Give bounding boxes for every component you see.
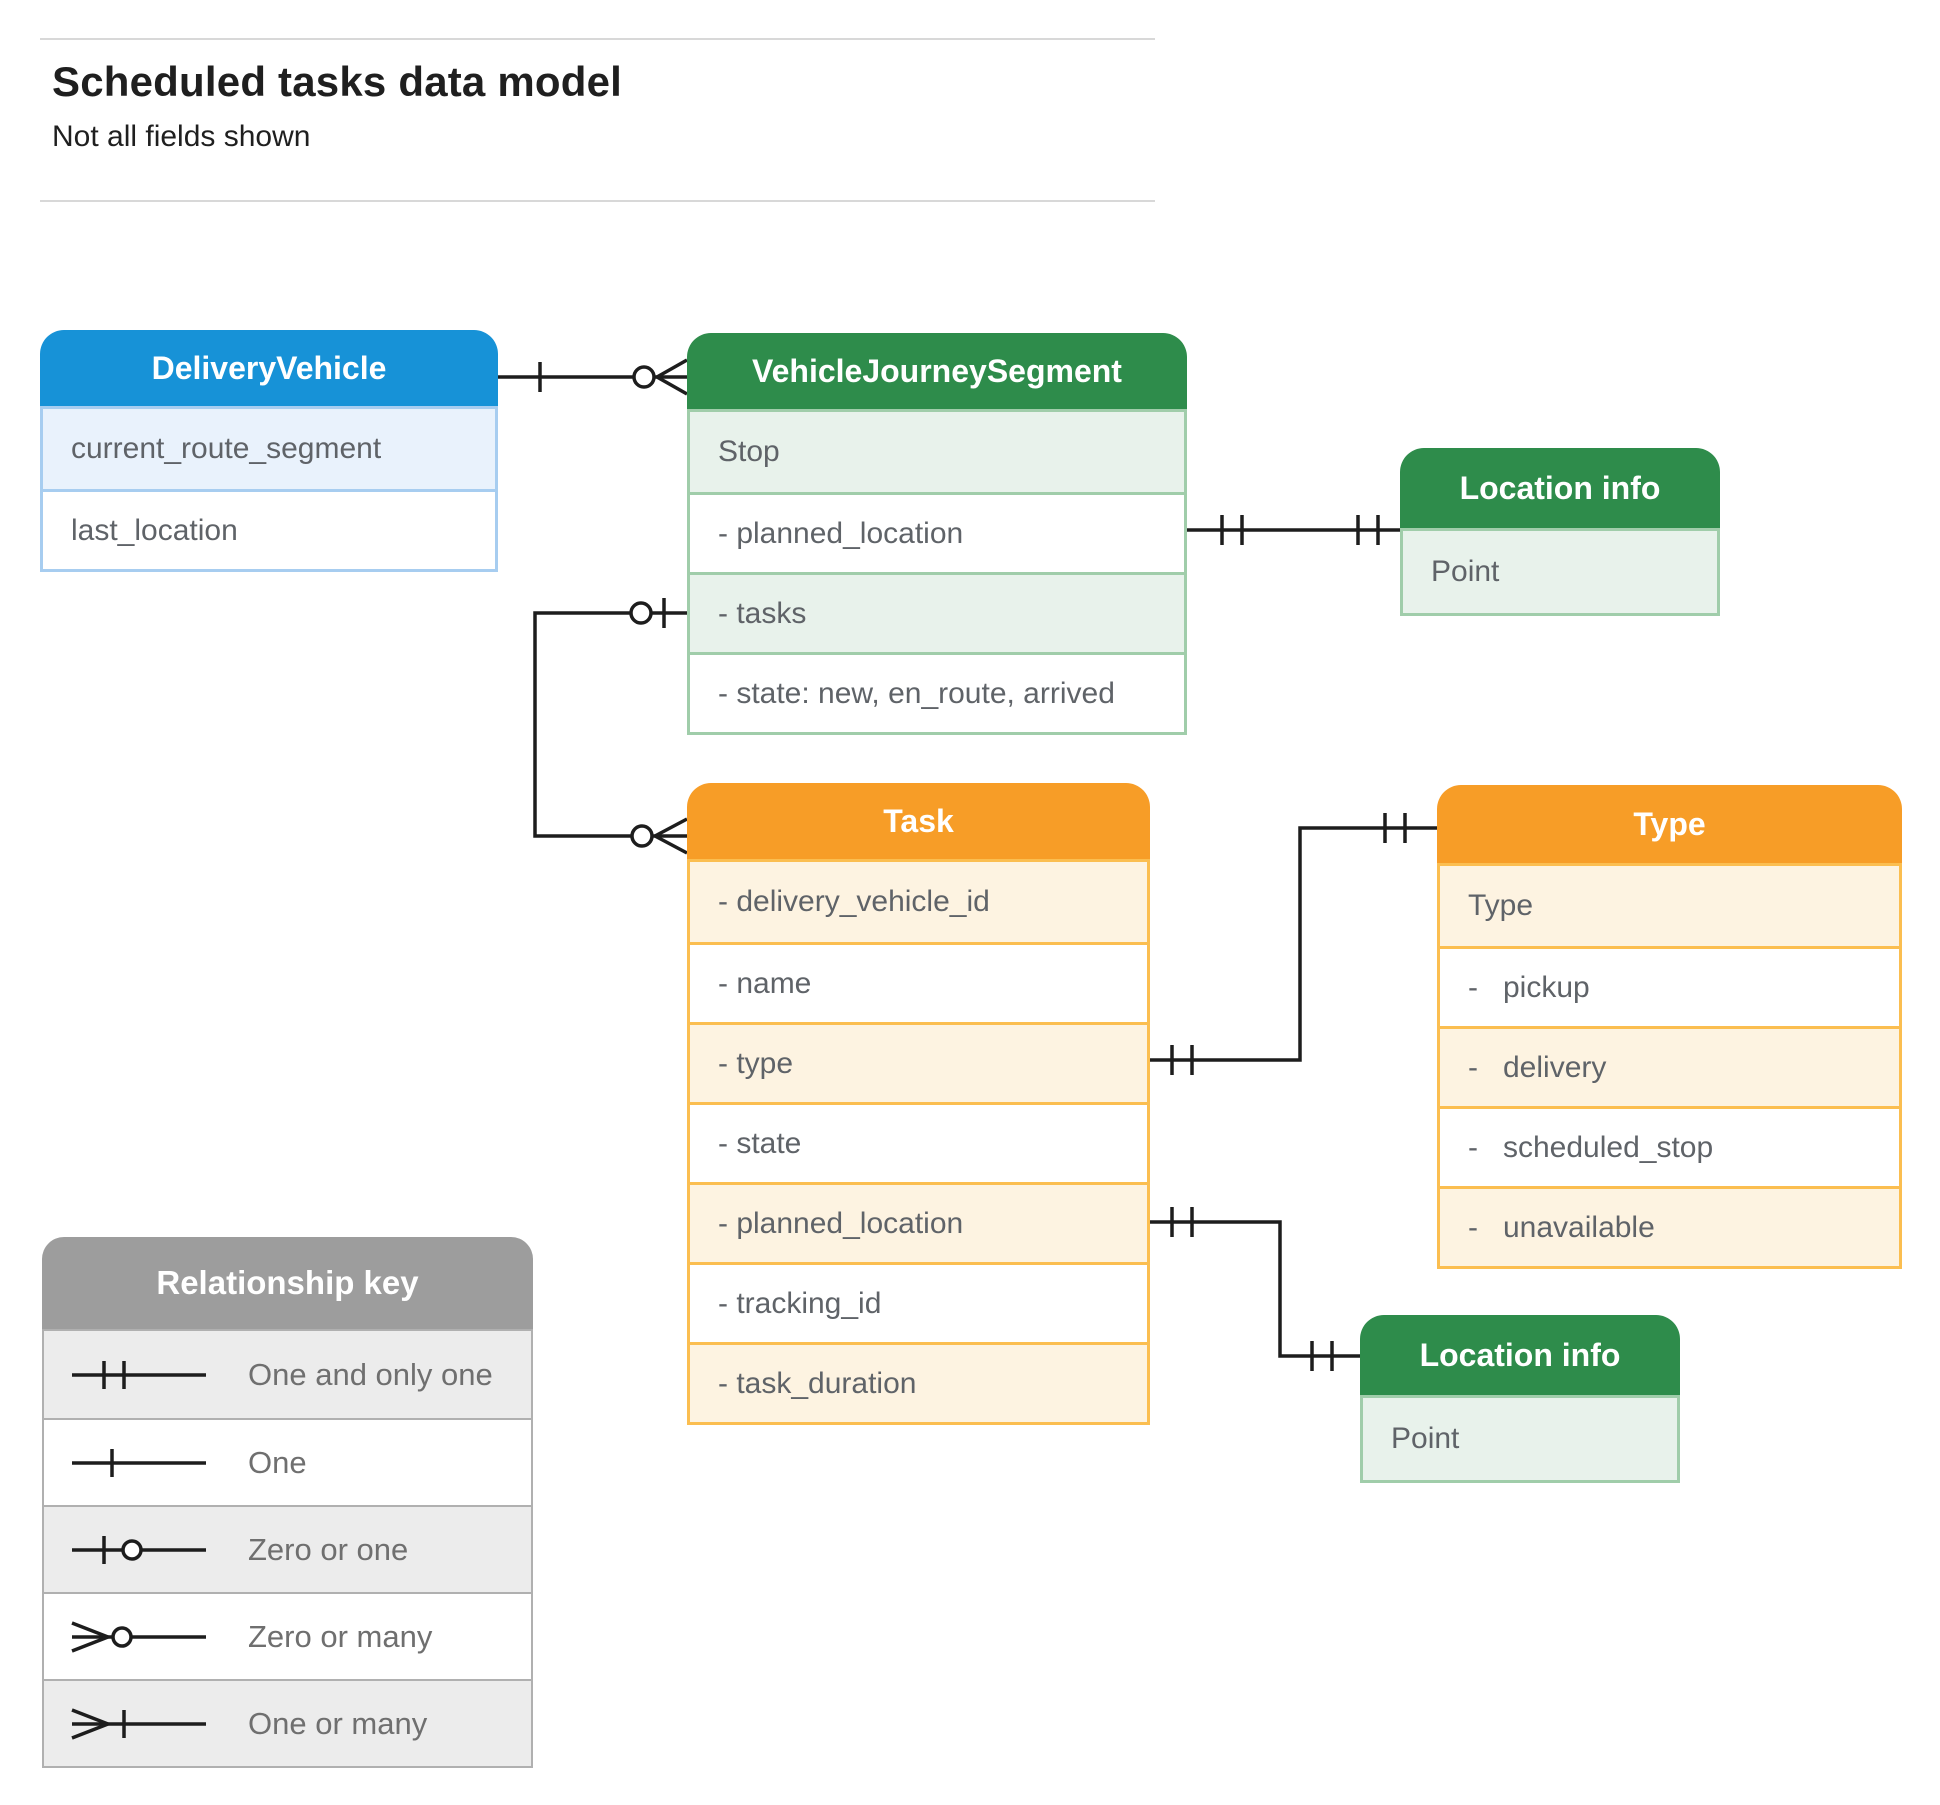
entity-type-header: Type <box>1437 785 1902 863</box>
field-row-stop: Stop <box>690 412 1184 492</box>
field-label: - type <box>718 1046 794 1080</box>
field-row-name: - name <box>690 942 1147 1022</box>
entity-title: Location info <box>1419 1336 1621 1373</box>
connector-task-plannedlocation-to-locationinfo-bottom <box>1150 1207 1360 1371</box>
entity-location-info-bottom-header: Location info <box>1360 1315 1680 1395</box>
entity-task: Task - delivery_vehicle_id - name - type… <box>687 783 1150 1425</box>
field-label: - delivery <box>1468 1050 1607 1084</box>
field-row-delivery: - delivery <box>1440 1026 1899 1106</box>
field-row-delivery-vehicle-id: - delivery_vehicle_id <box>690 862 1147 942</box>
entity-vehicle-journey-segment-header: VehicleJourneySegment <box>687 333 1187 409</box>
field-label: last_location <box>71 513 238 547</box>
field-row-type: - type <box>690 1022 1147 1102</box>
field-row-current-route-segment: current_route_segment <box>43 409 495 489</box>
connector-vjs-tasks-to-task <box>533 598 688 855</box>
field-label: - name <box>718 966 812 1000</box>
entity-title: VehicleJourneySegment <box>752 352 1122 389</box>
field-label: - planned_location <box>718 1206 964 1240</box>
one-icon <box>72 1448 206 1477</box>
entity-vehicle-journey-segment-rows: Stop - planned_location - tasks - state:… <box>687 409 1187 735</box>
field-label: - tasks <box>718 596 807 630</box>
field-row-task-duration: - task_duration <box>690 1342 1147 1422</box>
field-row-type-subheader: Type <box>1440 866 1899 946</box>
field-row-last-location: last_location <box>43 489 495 569</box>
entity-title: DeliveryVehicle <box>151 349 387 386</box>
connector-deliveryvehicle-to-vehiclejourneysegment <box>498 358 688 396</box>
legend-row-one-or-many: One or many <box>44 1679 531 1766</box>
field-row-planned-location: - planned_location <box>690 1182 1147 1262</box>
entity-type-rows: Type - pickup - delivery - scheduled_sto… <box>1437 863 1902 1269</box>
field-row-planned-location: - planned_location <box>690 492 1184 572</box>
field-label: - scheduled_stop <box>1468 1130 1714 1164</box>
field-label: Point <box>1391 1422 1460 1455</box>
entity-location-info-top-header: Location info <box>1400 448 1720 528</box>
header-divider <box>40 200 1155 202</box>
entity-title: Type <box>1633 805 1706 842</box>
field-label: Stop <box>718 435 780 468</box>
zero-or-many-icon <box>71 1620 206 1653</box>
legend-label: Zero or many <box>248 1618 433 1654</box>
connector-task-type-to-type <box>1150 813 1437 1075</box>
legend-label: One <box>248 1444 307 1480</box>
field-row-scheduled-stop: - scheduled_stop <box>1440 1106 1899 1186</box>
field-label: - state <box>718 1126 802 1160</box>
zero-or-one-icon <box>72 1535 206 1564</box>
entity-title: Location info <box>1459 469 1661 506</box>
legend-row-one: One <box>44 1418 531 1505</box>
field-label: - tracking_id <box>718 1286 882 1320</box>
page-title: Scheduled tasks data model <box>52 58 623 105</box>
entity-vehicle-journey-segment: VehicleJourneySegment Stop - planned_loc… <box>687 333 1187 735</box>
field-row-state: - state: new, en_route, arrived <box>690 652 1184 732</box>
field-label: Point <box>1431 555 1500 588</box>
legend-row-one-and-only-one: One and only one <box>44 1331 531 1418</box>
field-row-state: - state <box>690 1102 1147 1182</box>
relationship-key: Relationship key One and only one One Ze… <box>42 1237 533 1768</box>
entity-delivery-vehicle: DeliveryVehicle current_route_segment la… <box>40 330 498 572</box>
top-divider <box>40 38 1155 40</box>
field-row-unavailable: - unavailable <box>1440 1186 1899 1266</box>
field-row-tasks: - tasks <box>690 572 1184 652</box>
entity-task-rows: - delivery_vehicle_id - name - type - st… <box>687 859 1150 1425</box>
entity-title: Task <box>883 802 954 839</box>
legend-label: One and only one <box>248 1356 493 1392</box>
field-row-point: Point <box>1363 1398 1677 1480</box>
page-subtitle: Not all fields shown <box>52 120 311 153</box>
field-label: - delivery_vehicle_id <box>718 885 990 918</box>
field-label: - planned_location <box>718 516 964 550</box>
entity-delivery-vehicle-rows: current_route_segment last_location <box>40 406 498 572</box>
connector-vjs-plannedlocation-to-locationinfo-top <box>1187 515 1400 545</box>
relationship-key-title: Relationship key <box>156 1264 419 1301</box>
field-row-pickup: - pickup <box>1440 946 1899 1026</box>
entity-type: Type Type - pickup - delivery - schedule… <box>1437 785 1902 1269</box>
relationship-key-rows: One and only one One Zero or one Zero or… <box>42 1329 533 1768</box>
legend-label: One or many <box>248 1705 428 1741</box>
one-and-only-one-icon <box>72 1360 206 1389</box>
entity-delivery-vehicle-header: DeliveryVehicle <box>40 330 498 406</box>
field-label: current_route_segment <box>71 432 382 465</box>
field-label: - unavailable <box>1468 1210 1655 1244</box>
legend-row-zero-or-one: Zero or one <box>44 1505 531 1592</box>
field-label: - task_duration <box>718 1366 917 1400</box>
entity-task-header: Task <box>687 783 1150 859</box>
legend-label: Zero or one <box>248 1531 409 1567</box>
field-label: - state: new, en_route, arrived <box>718 676 1115 710</box>
field-label: Type <box>1468 889 1534 922</box>
entity-location-info-bottom-rows: Point <box>1360 1395 1680 1483</box>
entity-location-info-bottom: Location info Point <box>1360 1315 1680 1483</box>
field-row-point: Point <box>1403 531 1717 613</box>
relationship-key-header: Relationship key <box>42 1237 533 1329</box>
field-label: - pickup <box>1468 970 1590 1004</box>
field-row-tracking-id: - tracking_id <box>690 1262 1147 1342</box>
legend-row-zero-or-many: Zero or many <box>44 1592 531 1679</box>
one-or-many-icon <box>71 1707 206 1740</box>
entity-location-info-top-rows: Point <box>1400 528 1720 616</box>
entity-location-info-top: Location info Point <box>1400 448 1720 616</box>
